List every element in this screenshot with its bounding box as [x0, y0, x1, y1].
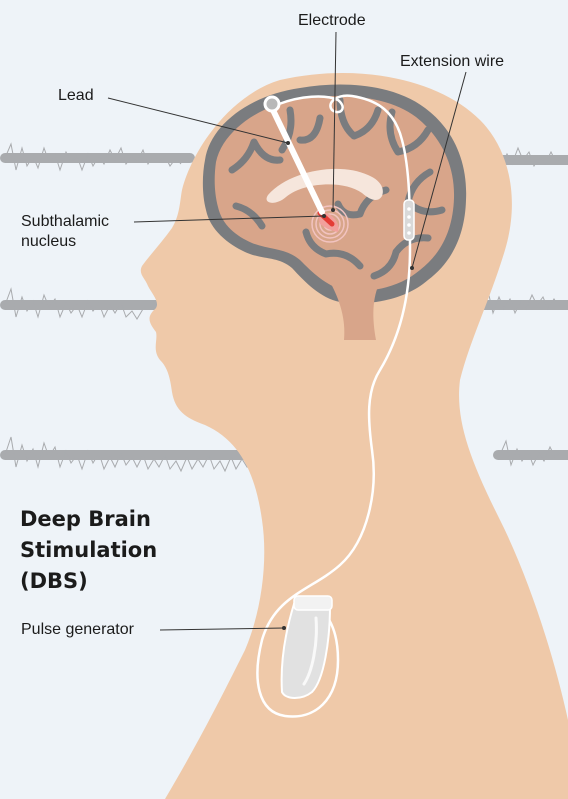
label-lead: Lead	[58, 86, 94, 106]
label-extension-wire: Extension wire	[400, 52, 504, 72]
burr-hole-cap-icon	[265, 97, 279, 111]
label-subthalamic-nucleus-line1: Subthalamic	[21, 212, 109, 232]
label-subthalamic-nucleus-line2: nucleus	[21, 232, 76, 252]
label-electrode: Electrode	[298, 11, 366, 31]
label-pulse-generator: Pulse generator	[21, 620, 134, 640]
pulse-generator-header	[294, 596, 332, 610]
title-line-2: Stimulation	[20, 535, 157, 566]
title-line-3: (DBS)	[20, 566, 157, 597]
title-line-1: Deep Brain	[20, 504, 157, 535]
diagram-title: Deep Brain Stimulation (DBS)	[20, 504, 157, 597]
